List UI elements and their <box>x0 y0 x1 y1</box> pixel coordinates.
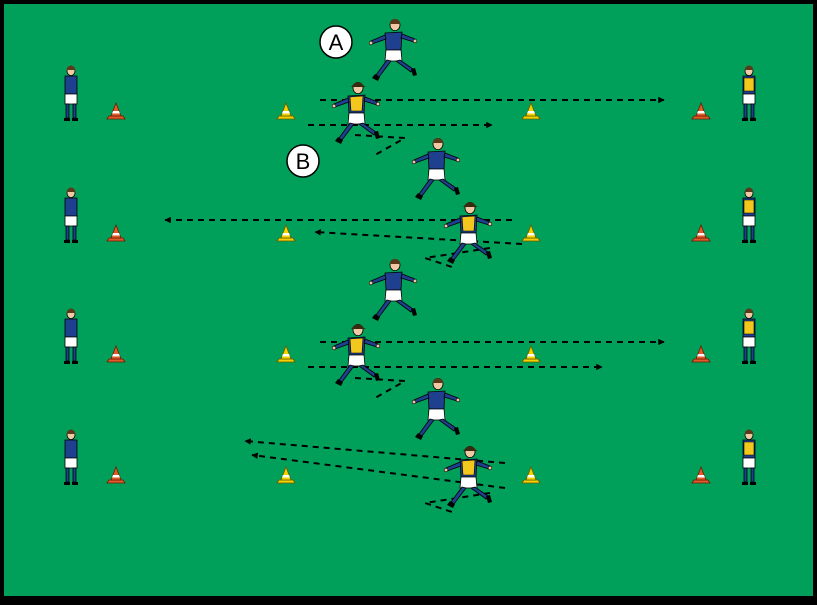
pitch-surface <box>4 4 813 596</box>
label-b-marker: B <box>286 144 320 178</box>
dashed-arrow-icon <box>354 134 409 156</box>
dashed-arrow-icon <box>314 229 523 245</box>
label-a: A <box>329 30 344 55</box>
movement-arrows <box>164 96 665 514</box>
label-b: B <box>296 149 311 174</box>
dashed-arrow-icon <box>354 377 409 399</box>
label-a-marker: A <box>319 25 353 59</box>
dashed-arrow-icon <box>251 452 506 489</box>
